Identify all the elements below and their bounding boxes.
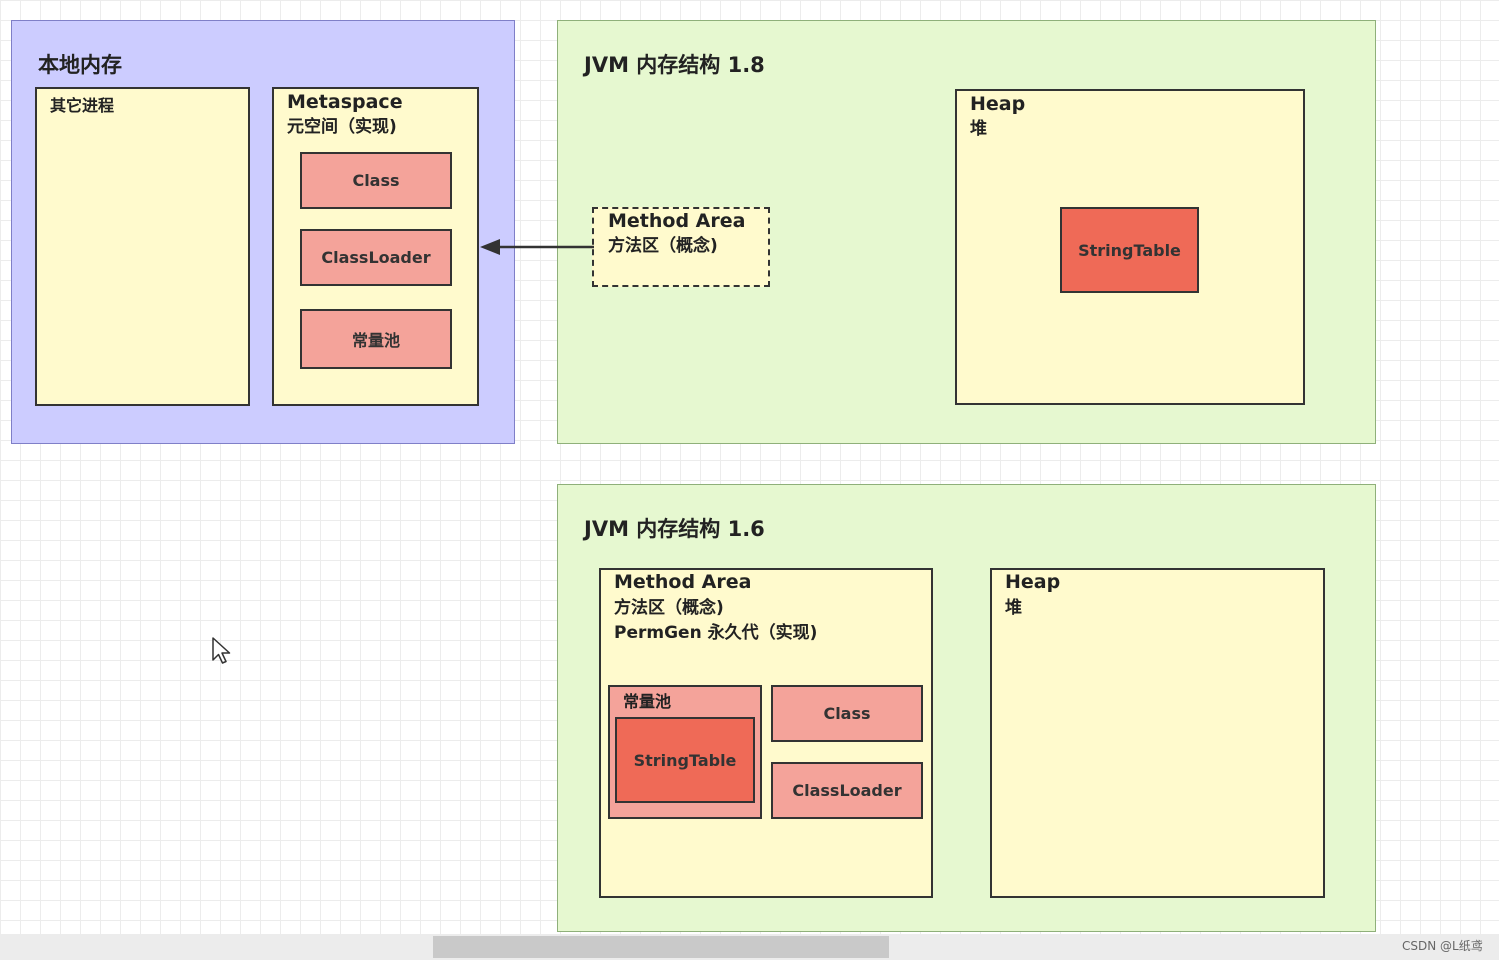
jvm16-string-table-box: StringTable: [615, 717, 755, 803]
other-processes-label: 其它进程: [50, 96, 115, 115]
jvm16-constant-pool-label: 常量池: [623, 692, 672, 711]
jvm18-method-area-title: Method Area: [608, 210, 746, 232]
jvm16-heap-title: Heap: [1005, 571, 1061, 593]
other-processes-box: [35, 87, 250, 406]
jvm16-method-area-subtitle: 方法区（概念): [614, 598, 724, 618]
metaspace-constant-pool-box: 常量池: [300, 309, 452, 369]
jvm16-heap-subtitle: 堆: [1005, 598, 1022, 618]
method-area-to-metaspace-arrow: [480, 239, 594, 255]
mouse-cursor-icon: [212, 637, 231, 664]
jvm18-heap-title: Heap: [970, 93, 1026, 115]
jvm18-heap-subtitle: 堆: [970, 119, 987, 139]
metaspace-classloader-box: ClassLoader: [300, 229, 452, 286]
metaspace-title: Metaspace: [287, 91, 403, 113]
metaspace-class-box: Class: [300, 152, 452, 209]
horizontal-scrollbar-thumb[interactable]: [433, 936, 889, 958]
jvm16-class-box: Class: [771, 685, 923, 742]
jvm16-heap-box: [990, 568, 1325, 898]
jvm18-string-table-box: StringTable: [1060, 207, 1199, 293]
jvm16-title: JVM 内存结构 1.6: [584, 517, 765, 541]
native-memory-title: 本地内存: [38, 53, 122, 77]
jvm18-method-area-box: [592, 207, 770, 287]
jvm18-method-area-subtitle: 方法区（概念): [608, 236, 718, 256]
jvm16-permgen-label: PermGen 永久代（实现): [614, 623, 818, 643]
jvm18-title: JVM 内存结构 1.8: [584, 53, 765, 77]
watermark-text: CSDN @L纸鸢: [1402, 939, 1483, 953]
jvm16-method-area-title: Method Area: [614, 571, 752, 593]
metaspace-subtitle: 元空间（实现): [287, 117, 397, 137]
jvm16-classloader-box: ClassLoader: [771, 762, 923, 819]
